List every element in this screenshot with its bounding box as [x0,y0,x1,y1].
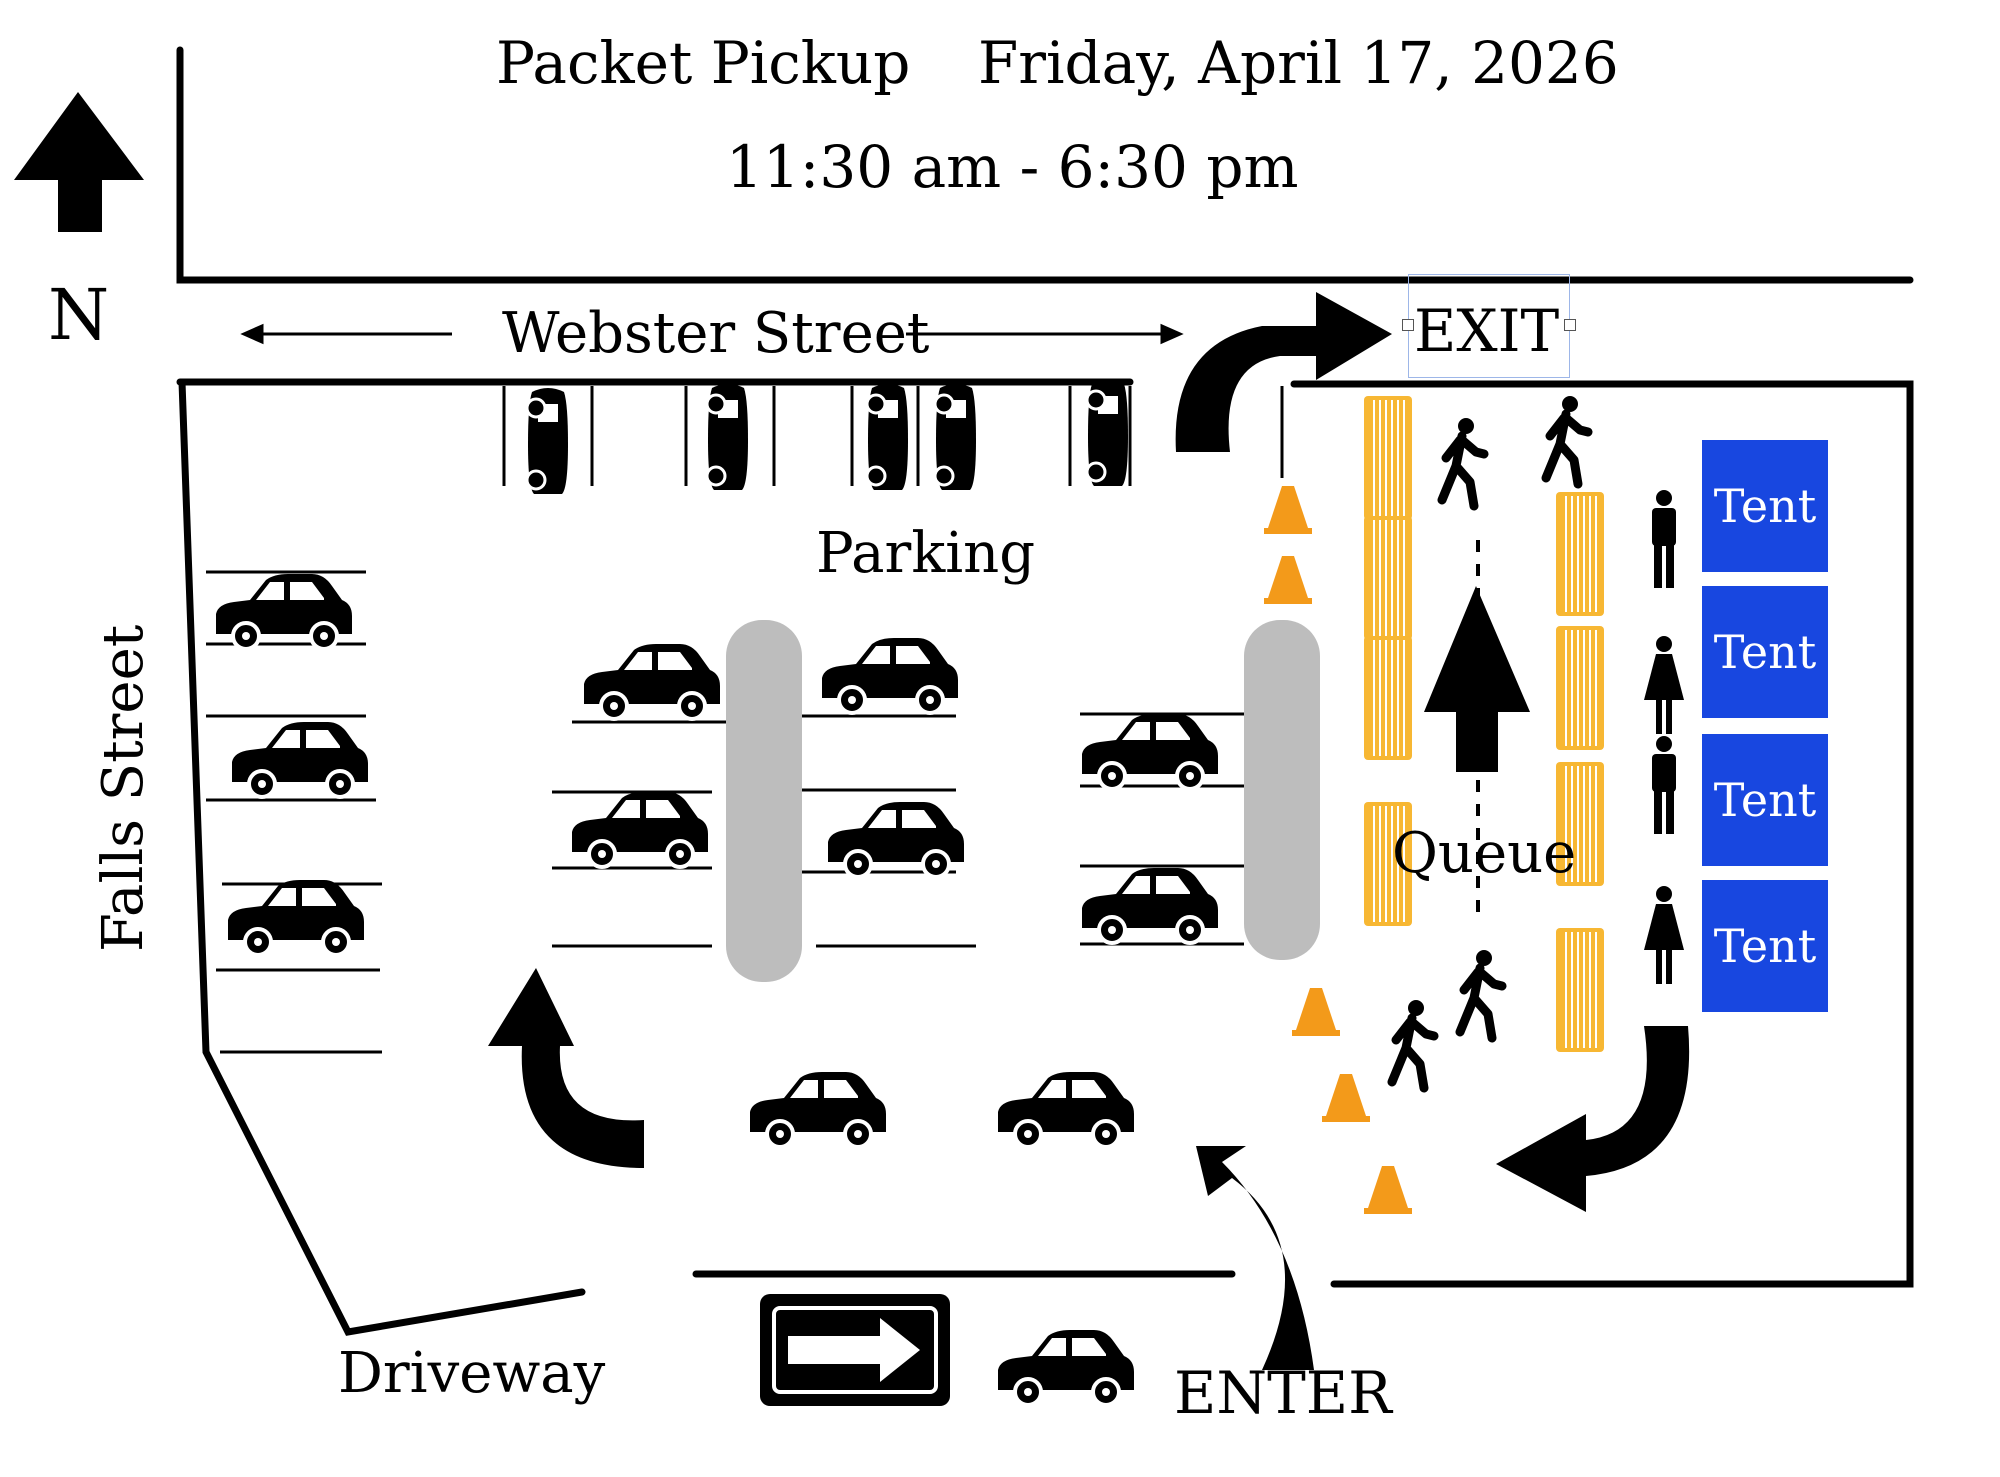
car-icon [865,382,910,492]
car-icon [826,800,966,879]
car-icon [1080,712,1220,791]
parking-island [726,620,802,982]
parking-label: Parking [816,521,1036,586]
car-icon [1085,378,1130,488]
flow-arrows [488,292,1690,1370]
traffic-cone-icon [1322,1074,1370,1122]
driveway-label: Driveway [338,1341,606,1406]
exit-label: EXIT [1414,297,1560,365]
car-icon [214,572,354,651]
stall-lines [206,386,1284,1054]
woman-icon [1644,636,1684,734]
queue-label: Queue [1392,821,1577,886]
tent-4: Tent [1702,880,1828,1012]
lot-outline [176,46,1914,1336]
falls-street-label: Falls Street [91,624,156,952]
parking-island [1244,620,1320,960]
car-icon [748,1070,888,1149]
traffic-cone-icon [1292,988,1340,1036]
tent-3: Tent [1702,734,1828,866]
resize-handle-right[interactable] [1564,319,1576,331]
traffic-cone-icon [1264,486,1312,534]
walking-person-icon [1460,950,1502,1038]
enter-label: ENTER [1174,1359,1392,1427]
one-way-sign-icon [760,1294,950,1406]
car-icon [1080,866,1220,945]
car-icon [705,382,750,492]
lot-turn-arrow-icon [488,968,644,1168]
enter-turn-arrow-icon [1196,1146,1314,1370]
parked-cars [214,378,1220,1407]
walking-person-icon [1442,418,1484,506]
queue-return-arrow-icon [1496,1026,1690,1212]
man-icon [1652,736,1676,834]
tent-2: Tent [1702,586,1828,718]
event-date: Friday, April 17, 2026 [978,29,1619,97]
pedestrians [1392,396,1684,1088]
event-hours: 11:30 am - 6:30 pm [726,133,1299,201]
webster-street-label: Webster Street [502,301,930,366]
tent-1: Tent [1702,440,1828,572]
car-icon [525,386,570,496]
car-icon [820,636,960,715]
car-icon [226,878,366,957]
walking-person-icon [1546,396,1588,484]
car-icon [996,1070,1136,1149]
car-icon [933,382,978,492]
car-icon [230,720,370,799]
north-label: N [48,274,110,356]
walking-person-icon [1392,1000,1434,1088]
event-name: Packet Pickup [496,29,911,97]
webster-direction-arrows [240,323,1184,345]
traffic-cone-icon [1264,556,1312,604]
traffic-cone-icon [1364,1166,1412,1214]
north-arrow-icon [14,92,144,232]
woman-icon [1644,886,1684,984]
car-icon [582,642,722,721]
man-icon [1652,490,1676,588]
queue-direction-arrow-icon [1424,586,1530,772]
exit-turn-arrow-icon [1175,292,1392,452]
exit-selection-box[interactable] [1402,274,1576,378]
car-icon [570,790,710,869]
resize-handle-left[interactable] [1402,319,1414,331]
car-icon [996,1328,1136,1407]
